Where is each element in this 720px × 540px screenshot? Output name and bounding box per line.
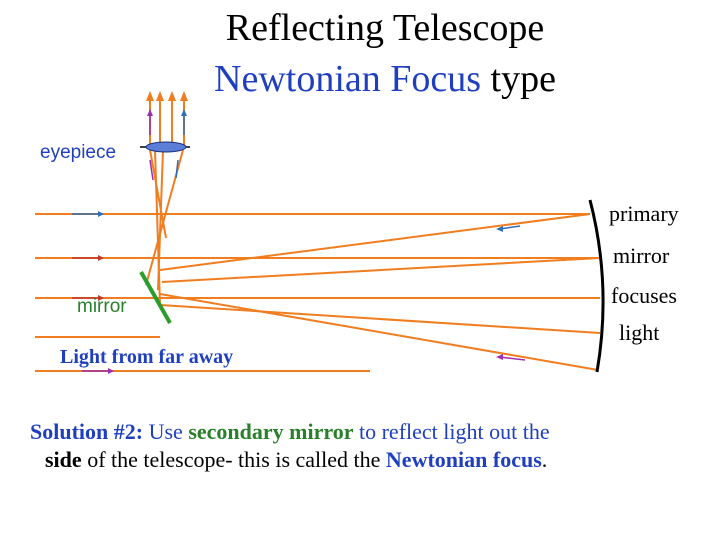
title-type: type [481, 58, 556, 100]
arrowhead-right-red-2 [98, 295, 104, 301]
up-ray-3 [149, 149, 167, 239]
solution-end: . [541, 447, 548, 472]
arrowhead-right-purple-1 [108, 368, 114, 374]
out-arrowhead-4 [180, 91, 188, 101]
solution-text-3: of the telescope- this is called the [81, 447, 386, 472]
reflected-ray-1 [159, 213, 591, 271]
out-arrowhead-3 [168, 91, 176, 101]
light-source-label: Light from far away [60, 346, 234, 368]
arrow-left-blue-1 [499, 225, 521, 230]
arrowhead-right-red-1 [98, 255, 104, 261]
solution-text: Solution #2: Use secondary mirror to ref… [30, 418, 720, 474]
title-line-1: Reflecting Telescope [225, 7, 545, 49]
arrow-down-purple-1 [149, 159, 154, 181]
out-arrowhead-2 [156, 91, 164, 101]
arrowhead-up-blue-1 [181, 109, 187, 116]
primary-mirror-label-4: light [619, 320, 660, 345]
primary-mirror-label-1: primary [609, 201, 679, 226]
light-rays [35, 95, 601, 372]
solution-text-2: to reflect light out the [353, 419, 550, 444]
secondary-mirror-label: mirror [77, 296, 127, 317]
solution-text-1: Use [143, 419, 189, 444]
title-line-2: Newtonian Focus type [0, 59, 720, 99]
title-newtonian-focus: Newtonian Focus [214, 58, 482, 100]
out-ray-arrowheads [146, 91, 188, 101]
reflected-ray-2 [161, 257, 601, 283]
solution-line-2: side of the telescope- this is called th… [30, 446, 720, 474]
out-arrowhead-1 [146, 91, 154, 101]
arrowhead-left-blue-1 [496, 226, 503, 232]
up-ray-4 [157, 149, 164, 291]
primary-mirror-label-2: mirror [613, 243, 670, 268]
arrowhead-up-purple-1 [147, 109, 153, 116]
arrow-down-blue-1 [175, 159, 179, 179]
arrowhead-right-blue-1 [98, 211, 104, 217]
secondary-mirror [139, 271, 172, 324]
eyepiece-lens-icon [145, 141, 187, 153]
solution-prefix: Solution #2: [30, 419, 144, 444]
direction-arrows [72, 109, 526, 374]
solution-newtonian-focus: Newtonian focus [385, 447, 542, 472]
primary-mirror-label-3: focuses [611, 283, 677, 308]
eyepiece-label: eyepiece [40, 142, 117, 163]
reflected-ray-3 [159, 304, 601, 334]
arrow-left-purple-1 [499, 356, 526, 361]
primary-mirror [588, 199, 605, 373]
arrowhead-left-purple-1 [496, 354, 503, 360]
solution-side: side [45, 447, 82, 472]
reflected-ray-4 [159, 293, 599, 371]
solution-secondary-mirror: secondary mirror [188, 419, 354, 444]
